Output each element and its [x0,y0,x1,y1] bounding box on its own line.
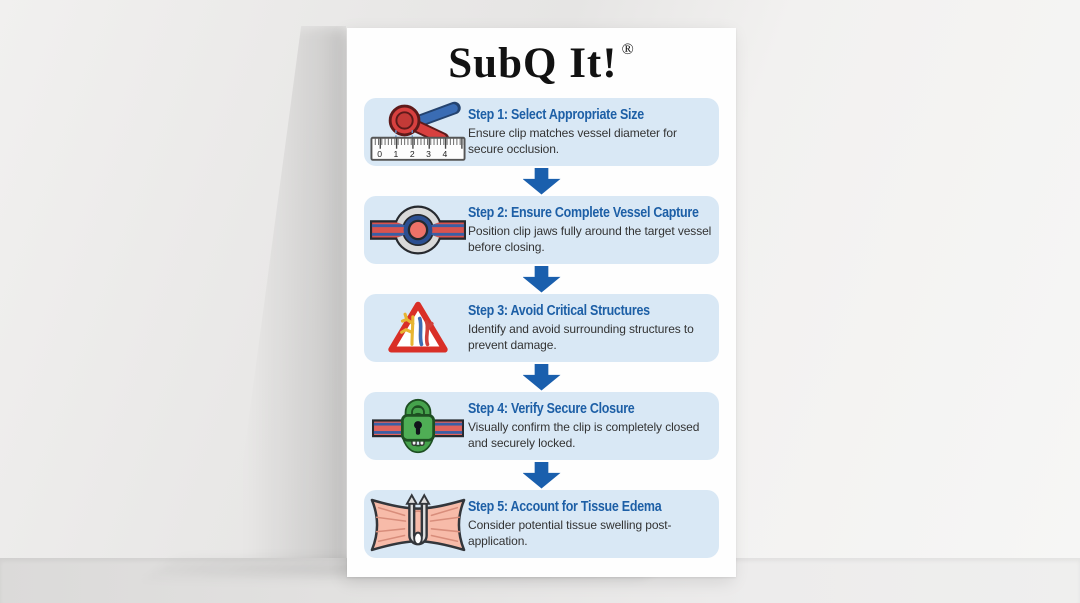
step-text: Step 2: Ensure Complete Vessel Capture P… [468,204,738,255]
svg-text:4: 4 [442,149,447,159]
registered-trademark-symbol: ® [621,41,635,58]
svg-text:3: 3 [426,149,431,159]
step-card-4: Step 4: Verify Secure Closure Visually c… [364,392,719,460]
step-text: Step 3: Avoid Critical Structures Identi… [468,302,711,353]
steps-list: 0 1 2 3 4 Step 1: Select Appropriate Siz… [347,98,736,558]
tissue-clip-icon [368,492,468,556]
step-description: Identify and avoid surrounding structure… [468,322,694,353]
svg-text:2: 2 [410,149,415,159]
step-title: Step 5: Account for Tissue Edema [468,499,662,516]
step-description: Visually confirm the clip is completely … [468,420,700,451]
padlock-vessel-icon [368,394,468,458]
down-arrow-icon [522,461,561,489]
step-text: Step 4: Verify Secure Closure Visually c… [468,400,711,451]
step-card-3: Step 3: Avoid Critical Structures Identi… [364,294,719,362]
ruler-clip-icon: 0 1 2 3 4 [368,100,468,164]
down-arrow-icon [522,265,561,293]
svg-text:1: 1 [394,149,399,159]
step-text: Step 5: Account for Tissue Edema Conside… [468,498,711,549]
poster-title: SubQ It!® [347,34,736,92]
step-card-1: 0 1 2 3 4 Step 1: Select Appropriate Siz… [364,98,719,166]
step-title: Step 3: Avoid Critical Structures [468,303,650,320]
step-text: Step 1: Select Appropriate Size Ensure c… [468,106,711,157]
poster-title-text: SubQ It! [448,39,618,87]
svg-text:0: 0 [377,149,382,159]
step-title: Step 1: Select Appropriate Size [468,107,644,124]
step-description: Position clip jaws fully around the targ… [468,224,712,255]
warning-triangle-icon [368,296,468,360]
down-arrow-icon [522,363,561,391]
poster: SubQ It!® [347,28,736,577]
step-title: Step 2: Ensure Complete Vessel Capture [468,205,699,222]
down-arrow-icon [522,167,561,195]
step-card-5: Step 5: Account for Tissue Edema Conside… [364,490,719,558]
step-title: Step 4: Verify Secure Closure [468,401,635,418]
vessel-capture-icon [368,198,468,262]
step-card-2: Step 2: Ensure Complete Vessel Capture P… [364,196,719,264]
step-description: Ensure clip matches vessel diameter for … [468,126,677,157]
step-description: Consider potential tissue swelling post-… [468,518,672,549]
